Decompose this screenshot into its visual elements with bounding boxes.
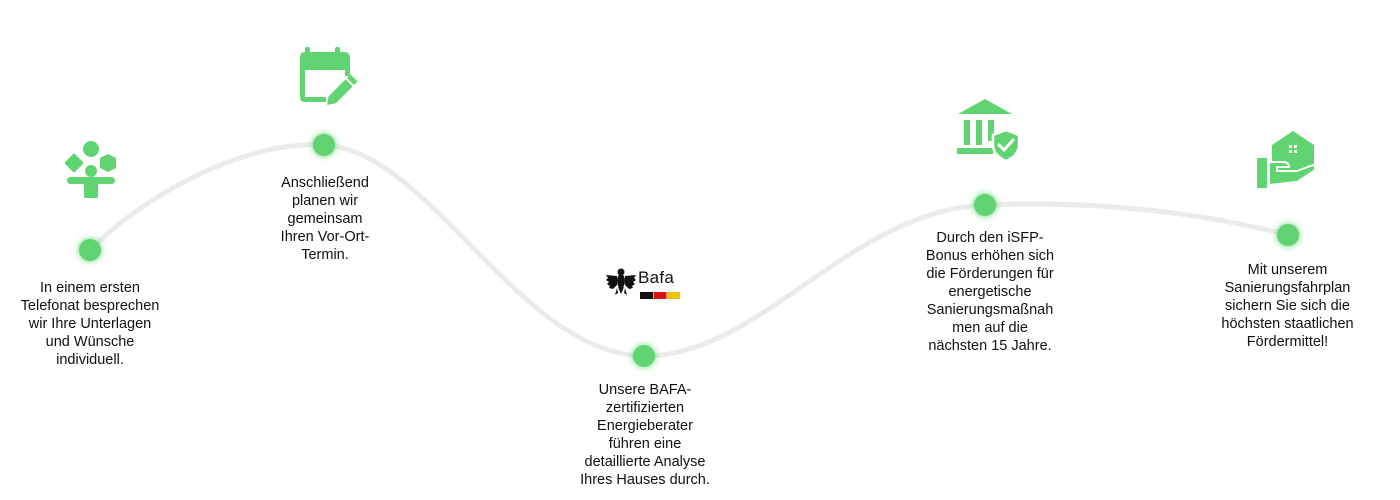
step-marker-bonus	[974, 194, 996, 216]
bafa-logo: Bafa	[605, 266, 685, 304]
step-marker-analysis	[633, 345, 655, 367]
step-text-call: In einem ersten Telefonat besprechen wir…	[20, 280, 160, 368]
step-marker-call	[79, 239, 101, 261]
step-text-appointment: Anschließend planen wir gemeinsam Ihren …	[280, 175, 370, 263]
house-hand-icon	[1257, 131, 1317, 188]
step-text-analysis: Unsere BAFA- zertifizierten Energieberat…	[580, 382, 710, 488]
bafa-wordmark: Bafa	[638, 268, 675, 287]
eagle-icon	[606, 268, 636, 295]
step-text-bonus: Durch den iSFP- Bonus erhöhen sich die F…	[925, 230, 1055, 354]
step-marker-funding	[1277, 224, 1299, 246]
step-text-funding: Mit unserem Sanierungsfahrplan sichern S…	[1221, 262, 1354, 350]
flag-stripes	[640, 292, 680, 299]
step-marker-appointment	[313, 134, 335, 156]
people-connection-icon	[64, 141, 116, 198]
bank-shield-icon	[957, 99, 1021, 162]
calendar-edit-icon	[300, 47, 358, 105]
